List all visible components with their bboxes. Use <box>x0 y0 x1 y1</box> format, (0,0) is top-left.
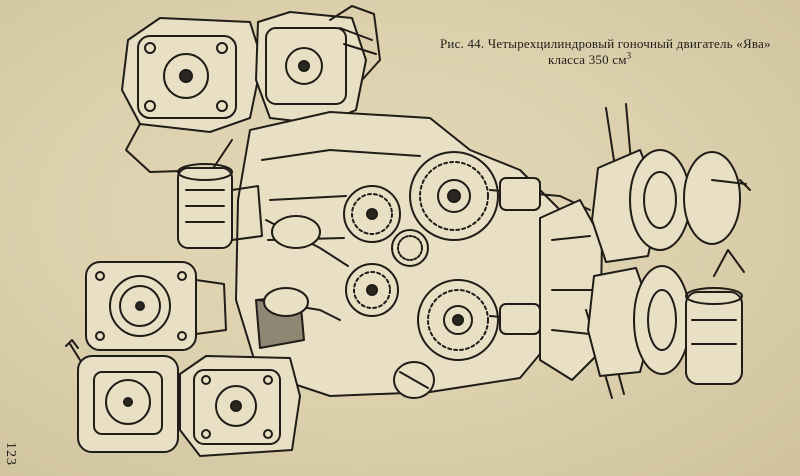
lower-left-cylinder <box>85 261 227 351</box>
page-number: 123 <box>3 442 18 466</box>
gear-train <box>343 151 499 361</box>
pistons <box>257 215 435 399</box>
right-upper-assembly <box>591 103 751 263</box>
upper-right-cylinder-head <box>255 5 381 125</box>
lower-middle-cylinder-head <box>179 355 301 457</box>
magneto <box>177 163 263 249</box>
figure-caption: Рис. 44. Четырехцилиндровый гоночный дви… <box>440 36 780 68</box>
caption-line-2: класса 350 см3 <box>440 50 780 68</box>
right-lower-assembly <box>585 249 745 399</box>
caption-superscript: 3 <box>626 50 632 61</box>
upper-left-cylinder-head <box>121 17 263 173</box>
crankshafts <box>489 177 591 335</box>
lower-left-cylinder-head <box>65 339 179 453</box>
caption-line-2-text: класса 350 см <box>548 52 627 67</box>
caption-line-1: Рис. 44. Четырехцилиндровый гоночный дви… <box>440 36 771 51</box>
